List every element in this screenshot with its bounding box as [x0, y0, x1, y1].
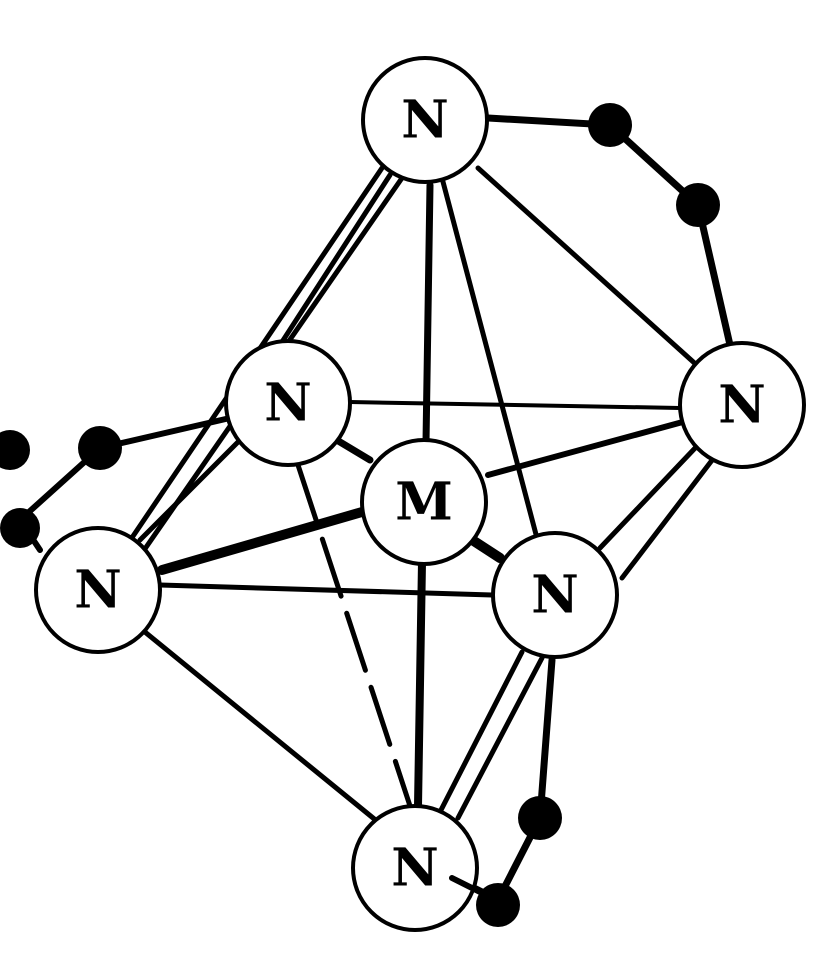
edge-left-bottom: [137, 625, 381, 825]
edge-front-bottom-a: [437, 649, 525, 815]
bond-m-left: [157, 507, 367, 575]
atom-n-top: N: [361, 56, 489, 184]
atom-label: N: [74, 560, 122, 621]
atom-label: N: [531, 565, 579, 626]
carbon-atom: [676, 183, 720, 227]
atom-circle: [678, 341, 806, 469]
carbon-atom: [476, 883, 520, 927]
atom-label: N: [391, 838, 439, 899]
atom-circle: [351, 804, 479, 932]
atom-n-front: N: [491, 531, 619, 659]
chelate-top-right: [484, 114, 734, 349]
bond-m-right: [485, 417, 693, 478]
polyhedron-edges: [122, 165, 719, 825]
atom-n-left: N: [34, 526, 162, 654]
carbon-atom: [78, 426, 122, 470]
carbon-atom: [518, 796, 562, 840]
carbon-atom: [0, 508, 40, 548]
atom-m-center: M: [360, 438, 488, 566]
atom-circle: [34, 526, 162, 654]
atom-label: M: [395, 472, 453, 533]
atom-label: N: [401, 90, 449, 151]
metal-ligand-bonds: [157, 181, 693, 810]
atom-circle: [360, 438, 488, 566]
carbon-atoms: [0, 103, 720, 927]
edge-top-right: [475, 165, 703, 371]
atom-n-right: N: [678, 341, 806, 469]
atom-circle: [224, 339, 352, 467]
atom-n-upper-left: N: [224, 339, 352, 467]
atom-label: N: [264, 373, 312, 434]
bond-m-bottom: [414, 558, 426, 810]
atom-circle: [361, 56, 489, 184]
edge-top-front: [439, 175, 541, 545]
edge-upperleft-left: [137, 437, 243, 543]
carbon-atom: [588, 103, 632, 147]
atom-label: N: [718, 375, 766, 436]
edge-front-bottom-b: [455, 655, 545, 821]
edge-right-front-a: [597, 442, 701, 551]
edge-left-front: [157, 582, 495, 598]
atom-n-bottom: N: [351, 804, 479, 932]
carbon-atom: [0, 430, 30, 470]
edge-right-front-b: [619, 452, 719, 581]
bond-bottom-chelate-stub: [449, 875, 485, 896]
bond-m-top: [422, 181, 434, 446]
atom-circle: [491, 531, 619, 659]
edge-upperleft-right: [348, 400, 682, 410]
